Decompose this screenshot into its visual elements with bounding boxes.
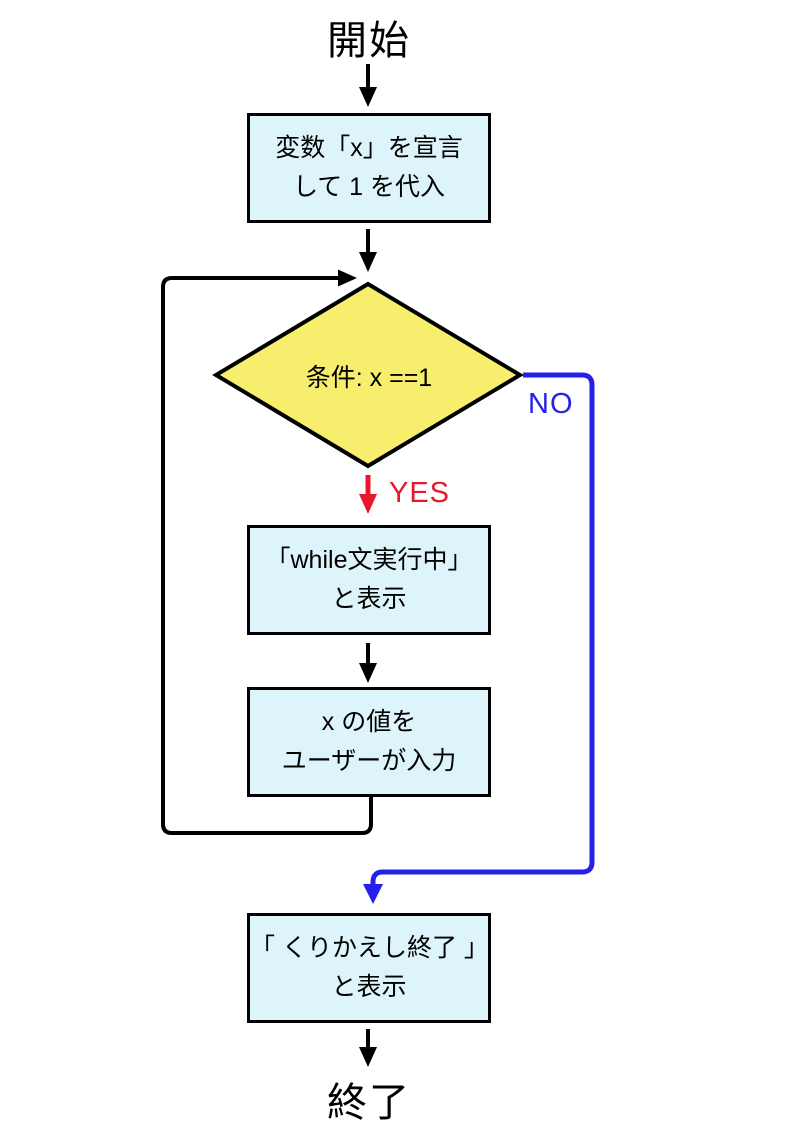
process-loop-end-display: 「 くりかえし終了 」 と表示: [247, 913, 491, 1023]
arrow-done-to-end: [359, 1029, 377, 1067]
process-declare-line1: 変数「x」を宣言: [275, 134, 463, 162]
process-done-line1: 「 くりかえし終了 」: [250, 934, 489, 962]
start-terminal: 開始: [327, 19, 411, 63]
arrow-yes: [359, 475, 377, 514]
yes-branch-label: YES: [389, 477, 451, 509]
process-while-line1: 「while文実行中」: [265, 546, 473, 574]
no-branch-label: NO: [528, 388, 574, 420]
process-input-line2: ユーザーが入力: [281, 747, 457, 775]
end-terminal: 終了: [327, 1081, 411, 1125]
arrow-while-to-input: [359, 643, 377, 683]
process-user-input: x の値を ユーザーが入力: [247, 687, 491, 797]
process-declare-variable: 変数「x」を宣言 して 1 を代入: [247, 113, 491, 223]
process-declare-line2: して 1 を代入: [292, 173, 446, 201]
loopback-connector: [161, 269, 373, 835]
process-done-line2: と表示: [331, 973, 407, 1001]
process-while-line2: と表示: [331, 585, 407, 613]
condition-diamond: [212, 281, 524, 469]
process-while-display: 「while文実行中」 と表示: [247, 525, 491, 635]
process-input-line1: x の値を: [321, 708, 417, 736]
arrow-start-to-declare: [359, 64, 377, 107]
condition-label: 条件: x ==1: [305, 364, 433, 392]
arrow-declare-to-condition: [359, 229, 377, 272]
arrow-no: [363, 372, 595, 904]
